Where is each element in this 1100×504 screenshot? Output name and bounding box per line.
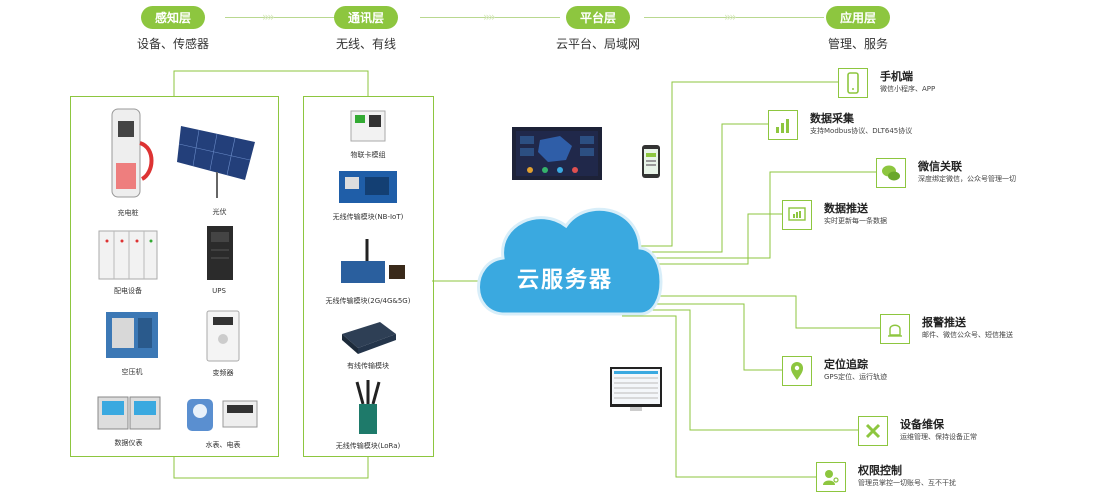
devices-panel xyxy=(70,96,279,457)
cloud-shape xyxy=(477,207,663,316)
device-water-electric-meter: 水表、电表 xyxy=(178,393,268,450)
service-desc: 深度绑定微信，公众号管理一切 xyxy=(918,175,1016,183)
service-title: 微信关联 xyxy=(918,160,962,173)
service-desc: 运维管理、保持设备正常 xyxy=(900,433,977,441)
laptop-image xyxy=(610,367,662,411)
comm-module-lora: 无线传输模块(LoRa) xyxy=(308,378,428,451)
layer-communication: 通讯层 无线、有线 xyxy=(311,6,421,52)
device-label: UPS xyxy=(212,287,226,295)
phone-image xyxy=(642,145,660,178)
service-title: 手机端 xyxy=(880,70,913,83)
charging-pile-image xyxy=(111,108,154,198)
layer-title: 感知层 xyxy=(140,6,205,29)
device-label: 空压机 xyxy=(121,368,143,376)
iot-card-module-image xyxy=(350,110,386,142)
device-label: 配电设备 xyxy=(114,287,142,295)
layer-title: 通讯层 xyxy=(333,6,398,29)
location-pin-icon xyxy=(782,356,812,386)
service-title: 数据采集 xyxy=(810,112,854,125)
layer-connector xyxy=(225,17,335,18)
chevron-right-icon: »» xyxy=(724,10,737,24)
service-title: 报警推送 xyxy=(922,316,966,329)
solar-panel-image xyxy=(176,126,255,198)
service-desc: 邮件、微信公众号、短信推送 xyxy=(922,331,1013,339)
device-charging-pile: 充电桩 xyxy=(88,103,168,218)
service-title: 设备维保 xyxy=(900,418,944,431)
air-compressor-image xyxy=(106,312,158,358)
tools-icon xyxy=(858,416,888,446)
service-desc: 实时更新每一条数据 xyxy=(824,217,887,225)
layer-subtitle: 设备、传感器 xyxy=(136,37,209,51)
cellular-module-image xyxy=(341,239,405,283)
distribution-cabinet-image xyxy=(98,230,158,280)
device-inverter: 变频器 xyxy=(188,309,258,378)
communication-panel xyxy=(303,96,434,457)
device-photovoltaic: 光伏 xyxy=(172,122,267,217)
comm-label: 有线传输模块 xyxy=(347,362,389,370)
comm-label: 无线传输模块(LoRa) xyxy=(335,442,401,450)
service-title: 权限控制 xyxy=(858,464,902,477)
layer-platform: 平台层 云平台、局域网 xyxy=(543,6,653,52)
service-desc: GPS定位、运行轨迹 xyxy=(824,373,888,381)
water-electric-meter-image xyxy=(187,399,258,431)
device-air-compressor: 空压机 xyxy=(92,308,172,377)
device-label: 数据仪表 xyxy=(114,439,143,447)
comm-module-wired: 有线传输模块 xyxy=(318,316,418,371)
lora-module-image xyxy=(355,380,381,434)
layer-connector xyxy=(420,17,560,18)
device-ups: UPS xyxy=(184,224,254,295)
service-desc: 微信小程序、APP xyxy=(880,85,936,93)
inverter-image xyxy=(206,310,240,362)
chevron-right-icon: »» xyxy=(262,10,275,24)
comm-module-iot-card: 物联卡模组 xyxy=(318,107,418,160)
ups-cabinet-image xyxy=(207,226,233,280)
service-title: 定位追踪 xyxy=(824,358,868,371)
comm-label: 无线传输模块(2G/4G&5G) xyxy=(325,297,411,305)
alarm-icon xyxy=(880,314,910,344)
layer-connector xyxy=(644,17,824,18)
wired-module-image xyxy=(342,322,396,354)
dashboard-screen-image xyxy=(512,127,602,180)
comm-module-nb-iot: 无线传输模块(NB-IoT) xyxy=(308,167,428,222)
bar-chart-icon xyxy=(768,110,798,140)
key-user-icon xyxy=(816,462,846,492)
layer-application: 应用层 管理、服务 xyxy=(803,6,913,52)
device-label: 充电桩 xyxy=(117,209,139,217)
cloud-server-label: 云服务器 xyxy=(516,268,613,293)
nb-iot-module-image xyxy=(339,171,397,203)
phone-icon xyxy=(838,68,868,98)
layer-perception: 感知层 设备、传感器 xyxy=(118,6,228,52)
device-label: 光伏 xyxy=(212,208,227,216)
wechat-icon xyxy=(876,158,906,188)
layer-title: 应用层 xyxy=(825,6,890,29)
service-title: 数据推送 xyxy=(824,202,868,215)
comm-label: 无线传输模块(NB-IoT) xyxy=(332,213,404,221)
digital-meters-image xyxy=(97,396,160,430)
device-meters: 数据仪表 xyxy=(86,393,171,448)
layer-subtitle: 云平台、局域网 xyxy=(555,37,640,51)
layer-title: 平台层 xyxy=(565,6,630,29)
service-desc: 支持Modbus协议、DLT645协议 xyxy=(810,127,913,135)
device-power-distribution: 配电设备 xyxy=(88,229,168,296)
device-label: 水表、电表 xyxy=(205,441,241,449)
comm-module-cellular: 无线传输模块(2G/4G&5G) xyxy=(308,235,428,306)
service-desc: 管理员掌控一切账号、互不干扰 xyxy=(858,479,956,487)
monitor-chart-icon xyxy=(782,200,812,230)
layer-subtitle: 管理、服务 xyxy=(827,37,888,51)
layer-subtitle: 无线、有线 xyxy=(335,37,396,51)
comm-label: 物联卡模组 xyxy=(350,151,386,159)
device-label: 变频器 xyxy=(212,369,234,377)
chevron-right-icon: »» xyxy=(483,10,496,24)
